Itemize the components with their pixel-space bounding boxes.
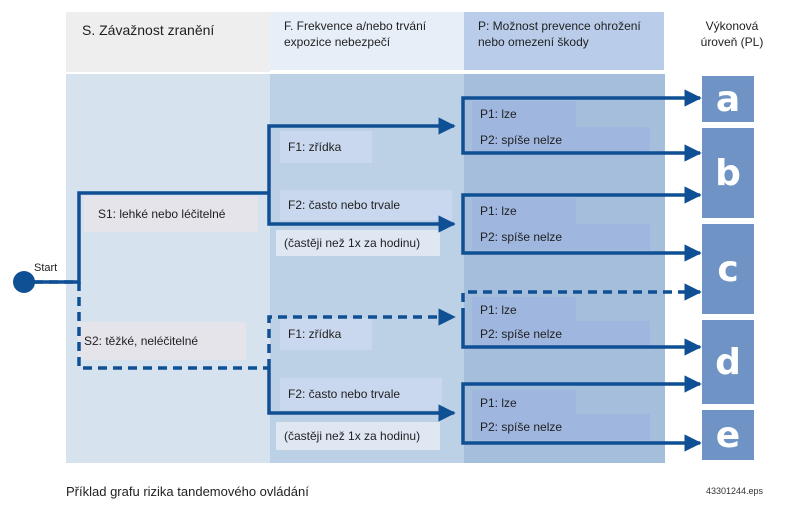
prevention-p1-box-3: P1: lze — [472, 297, 576, 323]
prevention-p2-label-3: P2: spíše nelze — [480, 326, 563, 341]
level-b-label: b — [715, 152, 741, 194]
severity-s2-label: S2: těžké, neléčitelné — [84, 333, 199, 348]
level-c-label: c — [717, 248, 739, 290]
prevention-p1-box-4: P1: lze — [472, 390, 576, 416]
s1-to-f1-line — [267, 117, 456, 193]
header-prevention-line2: nebo omezení škody — [478, 35, 589, 49]
p-branch-4-to-e — [461, 413, 702, 452]
p-branch-3-to-d — [461, 317, 702, 356]
prevention-p1-box-2: P1: lze — [472, 198, 576, 224]
frequency-f2-lower-note: (častěji než 1x za hodinu) — [284, 428, 421, 443]
frequency-f2-upper-note: (častěji než 1x za hodinu) — [284, 235, 421, 250]
prevention-p2-label-1: P2: spíše nelze — [480, 132, 563, 147]
frequency-f2-lower-label: F2: často nebo trvale — [288, 386, 401, 401]
file-reference: 43301244.eps — [706, 486, 764, 496]
s2-to-f1-line — [267, 308, 456, 368]
frequency-f1-upper-label: F1: zřídka — [288, 139, 342, 154]
header-frequency: F. Frekvence a/nebo trvání expozice nebe… — [270, 12, 464, 70]
prevention-p2-label-4: P2: spíše nelze — [480, 419, 563, 434]
prevention-p1-label-3: P1: lze — [480, 302, 517, 317]
start-to-s1-line — [34, 191, 269, 284]
severity-s1-box: S1: lehké nebo léčitelné — [84, 196, 258, 232]
prevention-p2-label-2: P2: spíše nelze — [480, 229, 563, 244]
start-node — [13, 271, 35, 293]
prevention-p2-box-1: P2: spíše nelze — [472, 127, 650, 153]
frequency-f2-upper-label: F2: často nebo trvale — [288, 197, 401, 212]
prevention-p1-label-4: P1: lze — [480, 395, 517, 410]
header-prevention-line1: P: Možnost prevence ohrožení — [478, 19, 641, 33]
level-a-label: a — [715, 78, 741, 120]
frequency-f2-lower-box: F2: často nebo trvale — [280, 378, 442, 410]
severity-column-bg — [66, 74, 270, 463]
start-to-s2-line — [34, 280, 269, 370]
p-branch-3-to-c — [461, 283, 702, 317]
header-frequency-line2: expozice nebezpečí — [284, 35, 391, 49]
caption: Příklad grafu rizika tandemového ovládán… — [66, 484, 309, 499]
p-branch-1-to-a — [461, 89, 702, 126]
level-d-label: d — [715, 341, 741, 383]
frequency-f1-upper-box: F1: zřídka — [280, 131, 372, 163]
frequency-f2-lower-note-box: (častěji než 1x za hodinu) — [276, 422, 440, 450]
p-branch-1-to-b — [461, 126, 702, 162]
header-level: Výkonová úroveň (PL) — [682, 18, 782, 58]
level-c-tile: c — [702, 224, 754, 314]
header-level-line1: Výkonová — [705, 19, 759, 33]
prevention-p1-label-1: P1: lze — [480, 106, 517, 121]
header-severity-text: S. Závažnost zranění — [82, 22, 215, 38]
level-d-tile: d — [702, 320, 754, 404]
level-a-tile: a — [702, 76, 754, 122]
header-severity: S. Závažnost zranění — [66, 12, 270, 72]
frequency-f2-upper-note-box: (častěji než 1x za hodinu) — [276, 230, 440, 256]
frequency-f1-lower-box: F1: zřídka — [280, 318, 372, 350]
severity-s2-box: S2: těžké, neléčitelné — [78, 322, 246, 360]
s2-to-f2-line — [267, 368, 456, 422]
level-e-tile: e — [702, 410, 754, 460]
frequency-f1-lower-label: F1: zřídka — [288, 326, 342, 341]
prevention-p2-box-2: P2: spíše nelze — [472, 224, 650, 250]
p-branch-4-to-d — [461, 375, 702, 413]
p-branch-2-to-c — [461, 224, 702, 262]
frequency-f2-upper-box: F2: často nebo trvale — [280, 190, 452, 220]
prevention-p2-box-3: P2: spíše nelze — [472, 321, 650, 347]
start-label: Start — [34, 262, 58, 274]
prevention-p2-box-4: P2: spíše nelze — [472, 414, 650, 440]
header-frequency-line1: F. Frekvence a/nebo trvání — [284, 19, 427, 33]
level-b-tile: b — [702, 128, 754, 218]
level-e-label: e — [715, 414, 741, 456]
p-branch-2-to-b — [461, 186, 702, 224]
severity-s1-label: S1: lehké nebo léčitelné — [98, 206, 226, 221]
prevention-p1-label-2: P1: lze — [480, 203, 517, 218]
s1-to-f2-line — [267, 193, 456, 233]
header-level-line2: úroveň (PL) — [700, 35, 764, 49]
prevention-p1-box-1: P1: lze — [472, 101, 576, 127]
header-prevention: P: Možnost prevence ohrožení nebo omezen… — [464, 12, 664, 70]
